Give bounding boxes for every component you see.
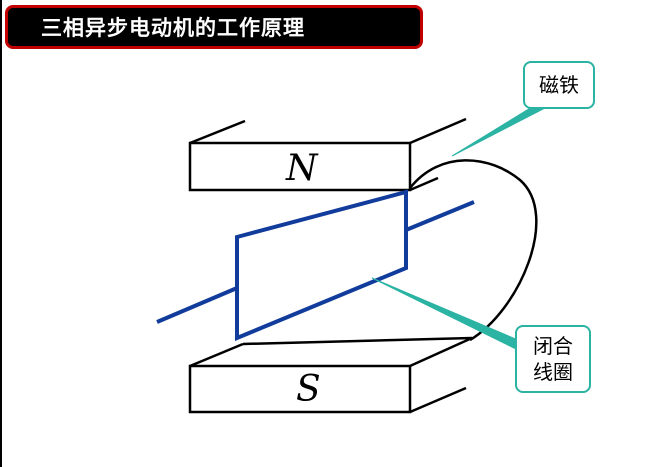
magnet-yoke xyxy=(409,159,538,342)
north-pole-label: N xyxy=(286,148,318,189)
north-pole-top-edge-right xyxy=(409,117,467,145)
closed-coil xyxy=(235,189,408,341)
south-pole-side-edge xyxy=(409,386,467,414)
coil-callout-line1: 闭合 xyxy=(533,334,573,358)
south-pole-top-edge xyxy=(242,336,473,346)
rotation-axis-right xyxy=(405,200,475,232)
north-pole-face xyxy=(188,141,412,192)
coil-callout-line2: 线圈 xyxy=(533,360,573,384)
south-pole-label: S xyxy=(296,369,321,410)
south-pole-top-edge-right xyxy=(409,336,473,368)
slide-title: 三相异步电动机的工作原理 xyxy=(41,16,305,40)
north-pole-side-edge xyxy=(409,176,439,192)
slide-left-border xyxy=(0,0,2,467)
north-pole-top-edge-left xyxy=(189,119,246,145)
south-pole-magnet xyxy=(188,336,473,414)
title-bar: 三相异步电动机的工作原理 xyxy=(5,5,423,49)
coil-callout: 闭合 线圈 xyxy=(515,325,591,393)
south-pole-top-edge-left xyxy=(189,342,244,368)
north-pole-magnet xyxy=(188,117,467,192)
magnet-callout-label: 磁铁 xyxy=(539,73,579,97)
rotation-axis-left xyxy=(156,286,238,324)
magnet-callout: 磁铁 xyxy=(523,61,595,109)
south-pole-face xyxy=(188,364,412,414)
magnet-callout-pointer xyxy=(451,103,547,157)
